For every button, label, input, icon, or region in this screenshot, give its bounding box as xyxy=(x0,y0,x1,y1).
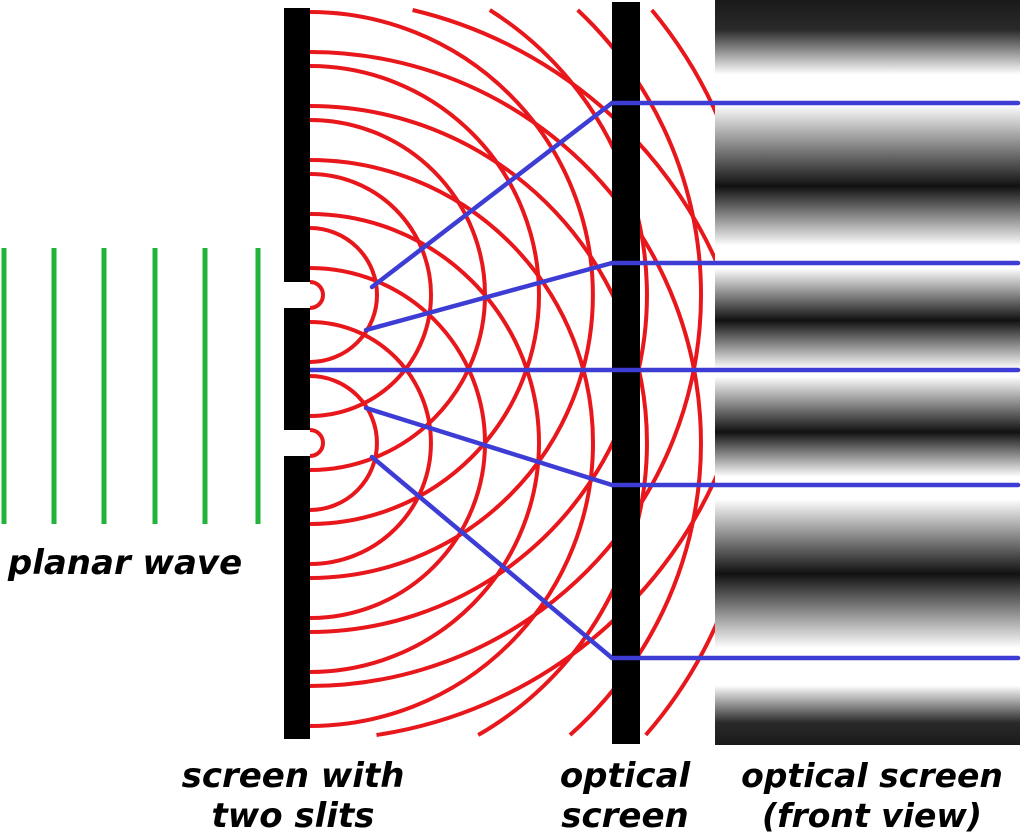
optical-screen-front-view xyxy=(715,0,1020,745)
lower-slit-wavefront xyxy=(309,320,433,566)
optical-screen-side xyxy=(612,2,640,744)
planar-wave-label-text: planar wave xyxy=(7,543,243,583)
optical-screen-label: optical screen xyxy=(540,756,710,836)
slit-screen-top-segment xyxy=(284,8,310,282)
slit-screen-middle-segment xyxy=(284,308,310,430)
interference-ray xyxy=(369,100,615,290)
front-view-label-line1: optical screen xyxy=(741,756,1003,795)
slit-screen-label-line1: screen with xyxy=(181,756,405,796)
slit-screen-label: screen with two slits xyxy=(168,756,418,836)
lower-slit-wavefront xyxy=(309,374,379,512)
lower-slit-wavefront xyxy=(309,158,595,728)
interference-ray xyxy=(363,260,615,333)
ray-continuations xyxy=(609,100,1021,661)
planar-wave-label: planar wave xyxy=(0,543,250,583)
upper-slit-wavefront xyxy=(376,8,758,737)
front-view-label-line2: (front view) xyxy=(762,796,982,835)
lower-slit-wavefront xyxy=(309,104,649,737)
interference-ray xyxy=(369,454,615,661)
front-view-label: optical screen (front view) xyxy=(720,756,1024,836)
interference-ray xyxy=(363,405,615,488)
optical-screen-label-line1: optical xyxy=(559,756,691,796)
upper-slit-wavefront xyxy=(309,226,379,364)
upper-slit-wavefront xyxy=(309,8,703,688)
slit-screen-bottom-segment xyxy=(284,456,310,739)
slit-screen xyxy=(284,8,310,739)
lower-slit-wavefront xyxy=(309,212,541,674)
slit-screen-label-line2: two slits xyxy=(211,796,375,836)
optical-screen-label-line2: screen xyxy=(561,796,689,836)
upper-slit-wavefront xyxy=(309,64,541,526)
lower-slit-wavefront xyxy=(309,428,325,458)
planar-wave-fronts xyxy=(1,248,261,524)
diffracted-wavefronts xyxy=(309,8,758,737)
interference-rays xyxy=(307,100,615,661)
upper-slit-wavefront xyxy=(309,280,325,310)
lower-slit-wavefront xyxy=(309,50,703,737)
upper-slit-wavefront xyxy=(309,10,595,580)
